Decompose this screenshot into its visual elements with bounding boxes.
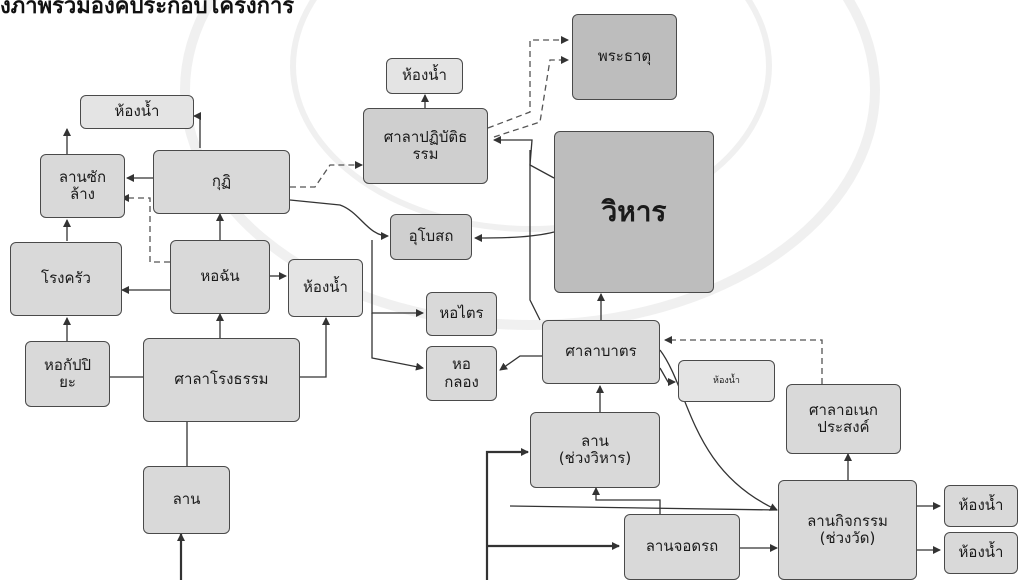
node-parking: ลานจอดรถ [624,514,740,580]
node-practice-hall: ศาลาปฏิบัติธ รรม [363,108,488,184]
arrow-kuti-ubosot [289,199,389,240]
arrow-sermon-washroom [300,317,330,378]
node-sermon-hall: ศาลาโรงธรรม [143,338,300,422]
arrow-alms-washroom [659,367,676,386]
arrow-bottom-lanwihan [485,448,529,580]
node-lan-wihan: ลาน (ช่วงวิหาร) [530,412,660,488]
node-lan: ลาน [143,466,230,534]
dashed-practice-relic2 [493,56,569,138]
node-drum-tower: หอ กลอง [426,346,497,401]
arrow-parking-lanwihan [592,487,661,514]
node-dining: หอฉัน [170,240,270,314]
arrow-wihan-ubosot [474,231,555,242]
node-washroom-right-1: ห้องน้ำ [944,485,1018,527]
dashed-multi-alms [664,336,823,384]
dashed-practice-relic [487,36,569,129]
page-title: งภาพรวมองค์ประกอบโครงการ [0,0,295,19]
dashed-dining-laundry [121,194,170,263]
arrow-kuti-washroom [193,112,201,148]
node-washroom-mid: ห้องน้ำ [288,259,363,317]
node-wihan: วิหาร [554,131,714,293]
node-kuti: กุฏิ [153,150,290,214]
node-kitchen: โรงครัว [10,242,122,316]
arrow-alms-activity [659,349,778,511]
node-washroom-small: ห้องน้ำ [678,360,775,402]
node-activity: ลานกิจกรรม (ช่วงวัด) [778,480,917,580]
arrow-alms-drum [499,355,542,371]
node-relic: พระธาตุ [572,14,677,100]
node-ubosot: อุโบสถ [390,214,472,260]
arrow-wihan-practice [493,136,555,179]
node-multi-hall: ศาลาอเนก ประสงค์ [786,384,901,454]
node-library: หอไตร [426,292,497,336]
node-hokappiya: หอกัปปิ ยะ [25,341,110,407]
node-alms-hall: ศาลาบาตร [542,320,660,384]
node-washroom-practice: ห้องน้ำ [386,58,463,94]
node-washroom-right-2: ห้องน้ำ [944,532,1018,574]
dashed-kuti-practice [290,161,363,188]
line-alms-branch [529,150,541,321]
node-laundry: ลานซัก ล้าง [40,154,125,218]
node-washroom-top: ห้องน้ำ [80,95,194,129]
arrow-topleft-activity [509,505,778,511]
arrow-branch-drum [371,313,424,371]
